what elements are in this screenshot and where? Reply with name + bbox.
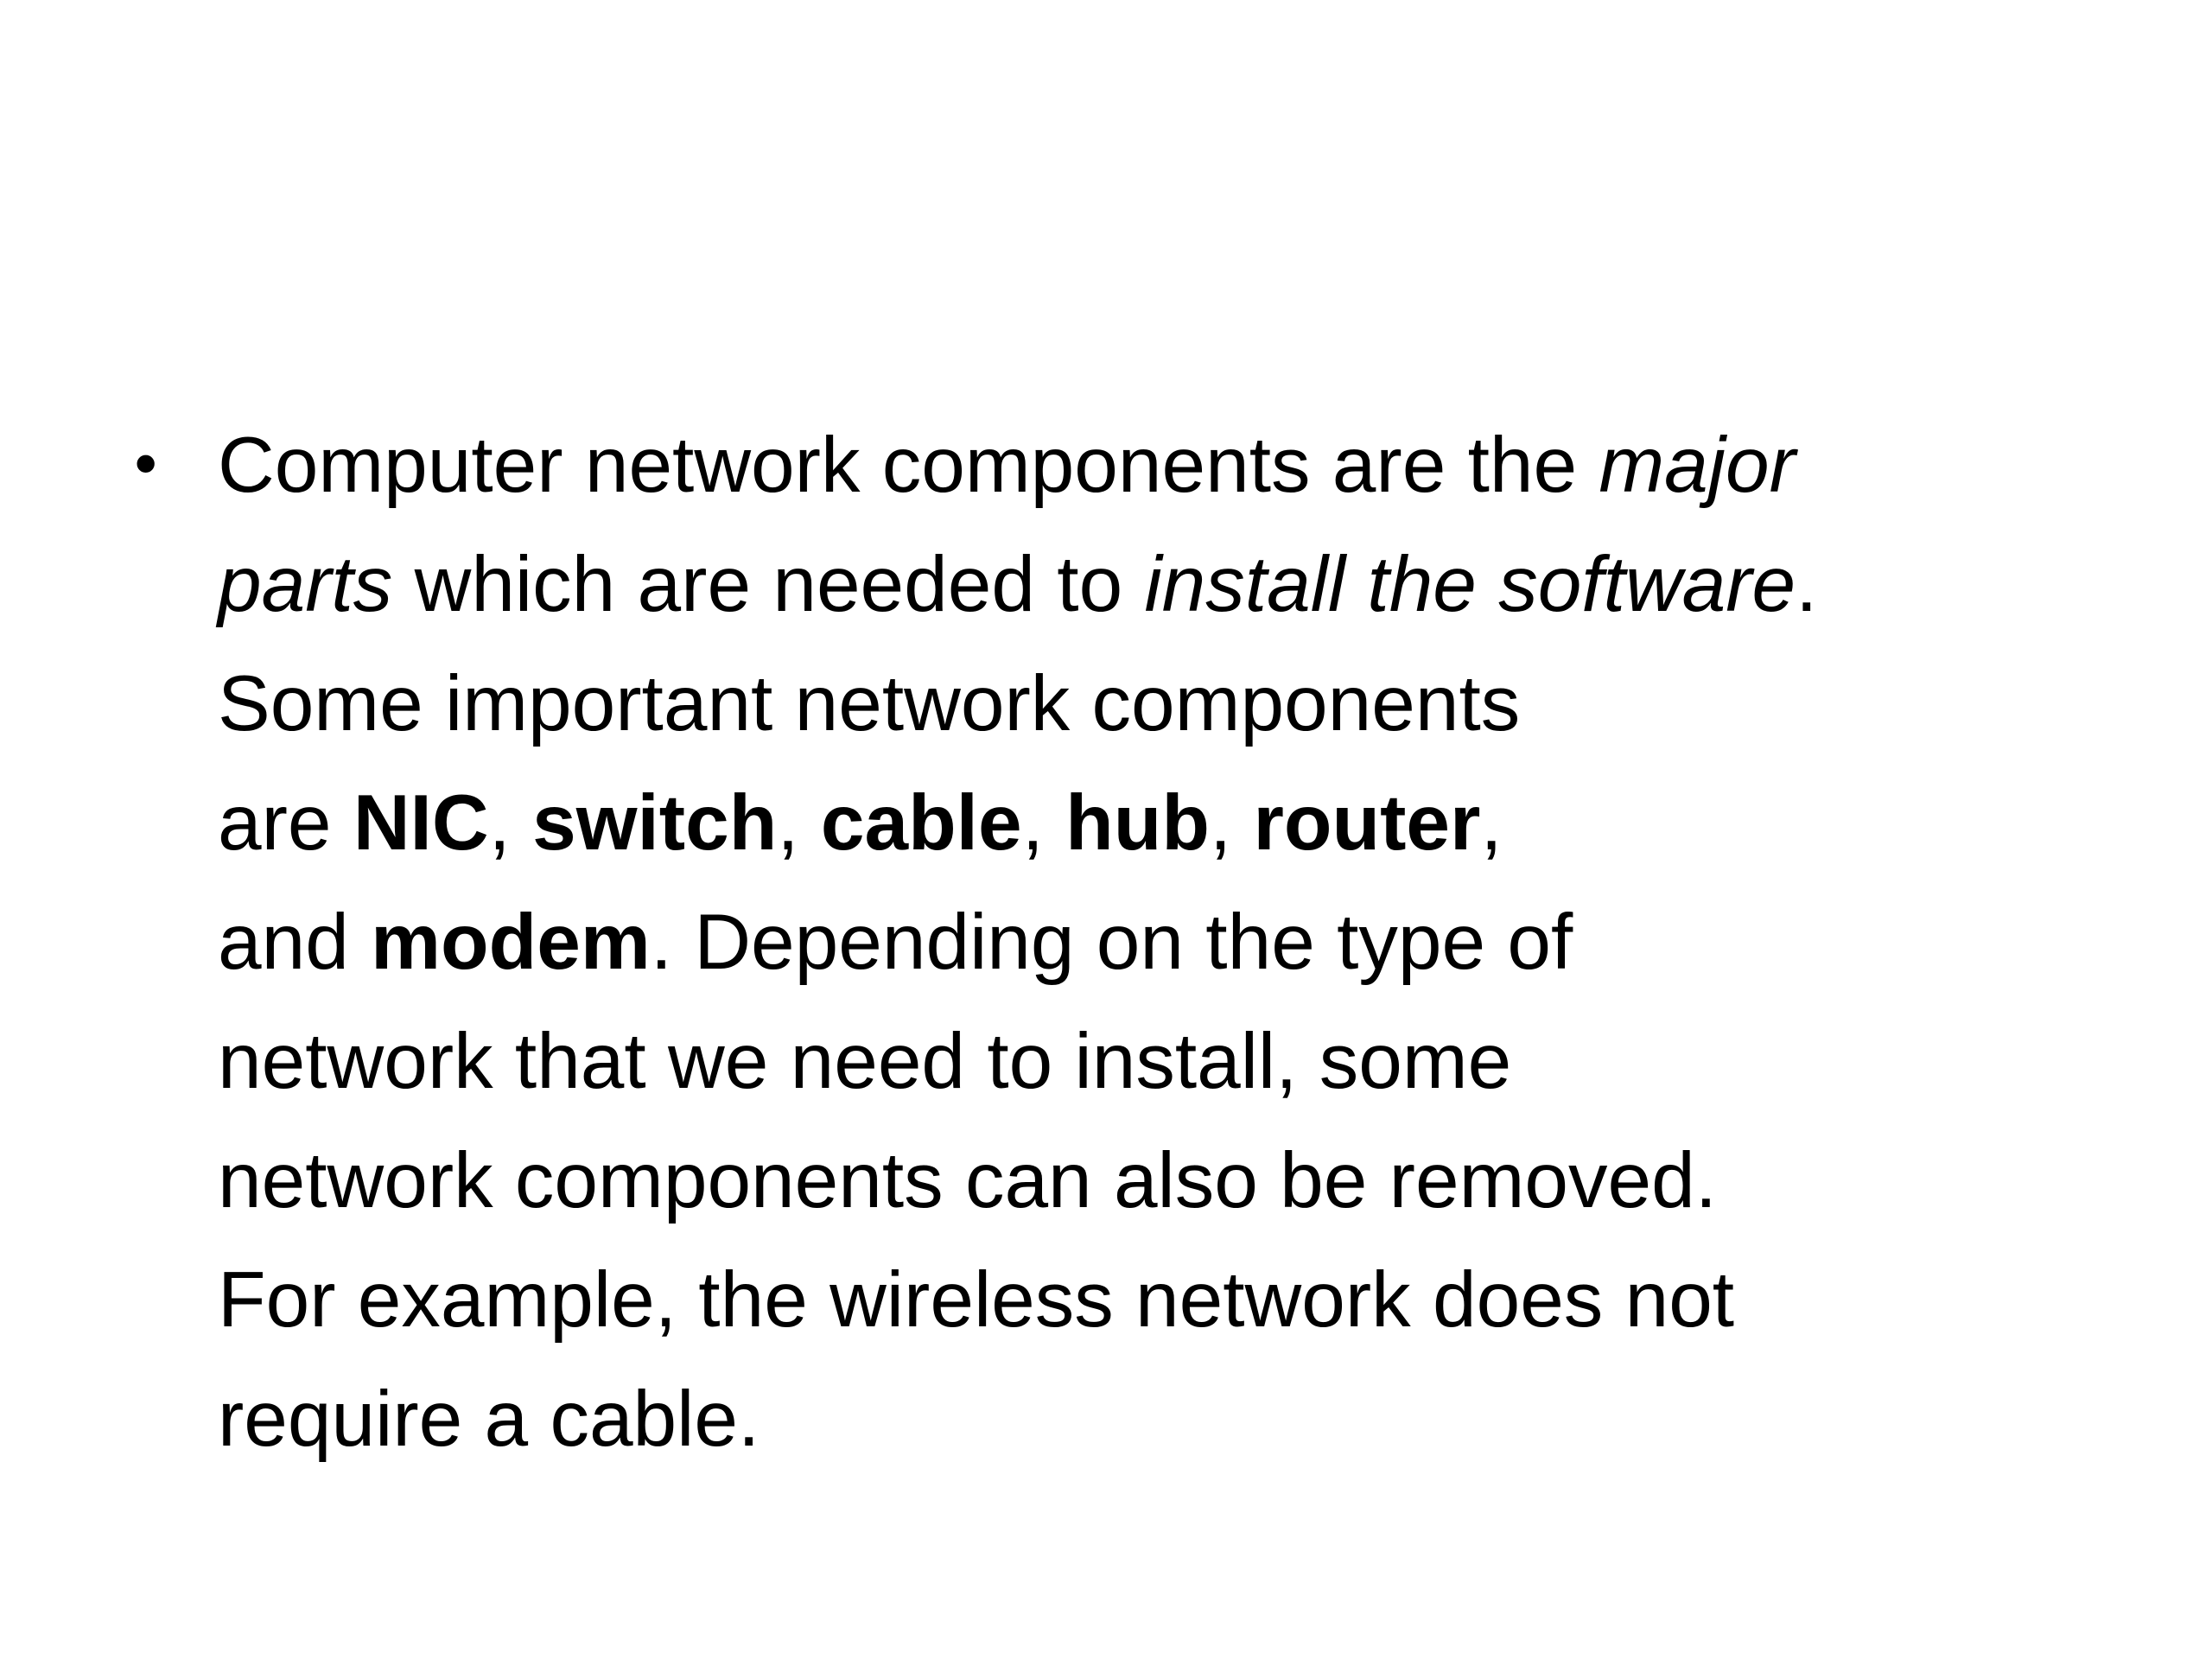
bold-term-router: router bbox=[1253, 779, 1481, 867]
text-line: are NIC, switch, cable, hub, router, bbox=[218, 764, 1503, 883]
text-run: For example, the wireless network does n… bbox=[218, 1256, 1735, 1344]
text-run: . Depending on the type of bbox=[650, 899, 1573, 986]
text-run: , bbox=[1209, 779, 1254, 867]
text-run: , bbox=[1480, 779, 1503, 867]
text-run: are bbox=[218, 779, 353, 867]
italic-term: install the software bbox=[1144, 541, 1796, 628]
text-line: network components can also be removed. bbox=[218, 1122, 1717, 1241]
text-run: , bbox=[488, 779, 533, 867]
bold-term-nic: NIC bbox=[353, 779, 489, 867]
text-line: Computer network components are the majo… bbox=[218, 406, 1796, 525]
italic-term: major bbox=[1599, 422, 1796, 509]
text-line: require a cable. bbox=[218, 1360, 760, 1479]
text-run: and bbox=[218, 899, 372, 986]
text-line: For example, the wireless network does n… bbox=[218, 1241, 1734, 1360]
text-line: parts which are needed to install the so… bbox=[218, 525, 1817, 645]
italic-term: parts bbox=[218, 541, 393, 628]
text-run: network that we need to install, some bbox=[218, 1018, 1512, 1105]
bold-term-switch: switch bbox=[532, 779, 778, 867]
text-run: require a cable. bbox=[218, 1376, 760, 1463]
text-run: , bbox=[777, 779, 821, 867]
bold-term-hub: hub bbox=[1065, 779, 1210, 867]
text-line: Some important network components bbox=[218, 645, 1520, 764]
text-run: , bbox=[1021, 779, 1066, 867]
text-line: and modem. Depending on the type of bbox=[218, 883, 1573, 1002]
bold-term-cable: cable bbox=[820, 779, 1022, 867]
text-run: Computer network components are the bbox=[218, 422, 1599, 509]
text-line: network that we need to install, some bbox=[218, 1002, 1511, 1122]
bold-term-modem: modem bbox=[371, 899, 651, 986]
bullet-marker: • bbox=[128, 430, 164, 501]
text-run: Some important network components bbox=[218, 660, 1521, 747]
text-run: . bbox=[1796, 541, 1818, 628]
text-run: which are needed to bbox=[392, 541, 1145, 628]
text-run: network components can also be removed. bbox=[218, 1137, 1717, 1224]
